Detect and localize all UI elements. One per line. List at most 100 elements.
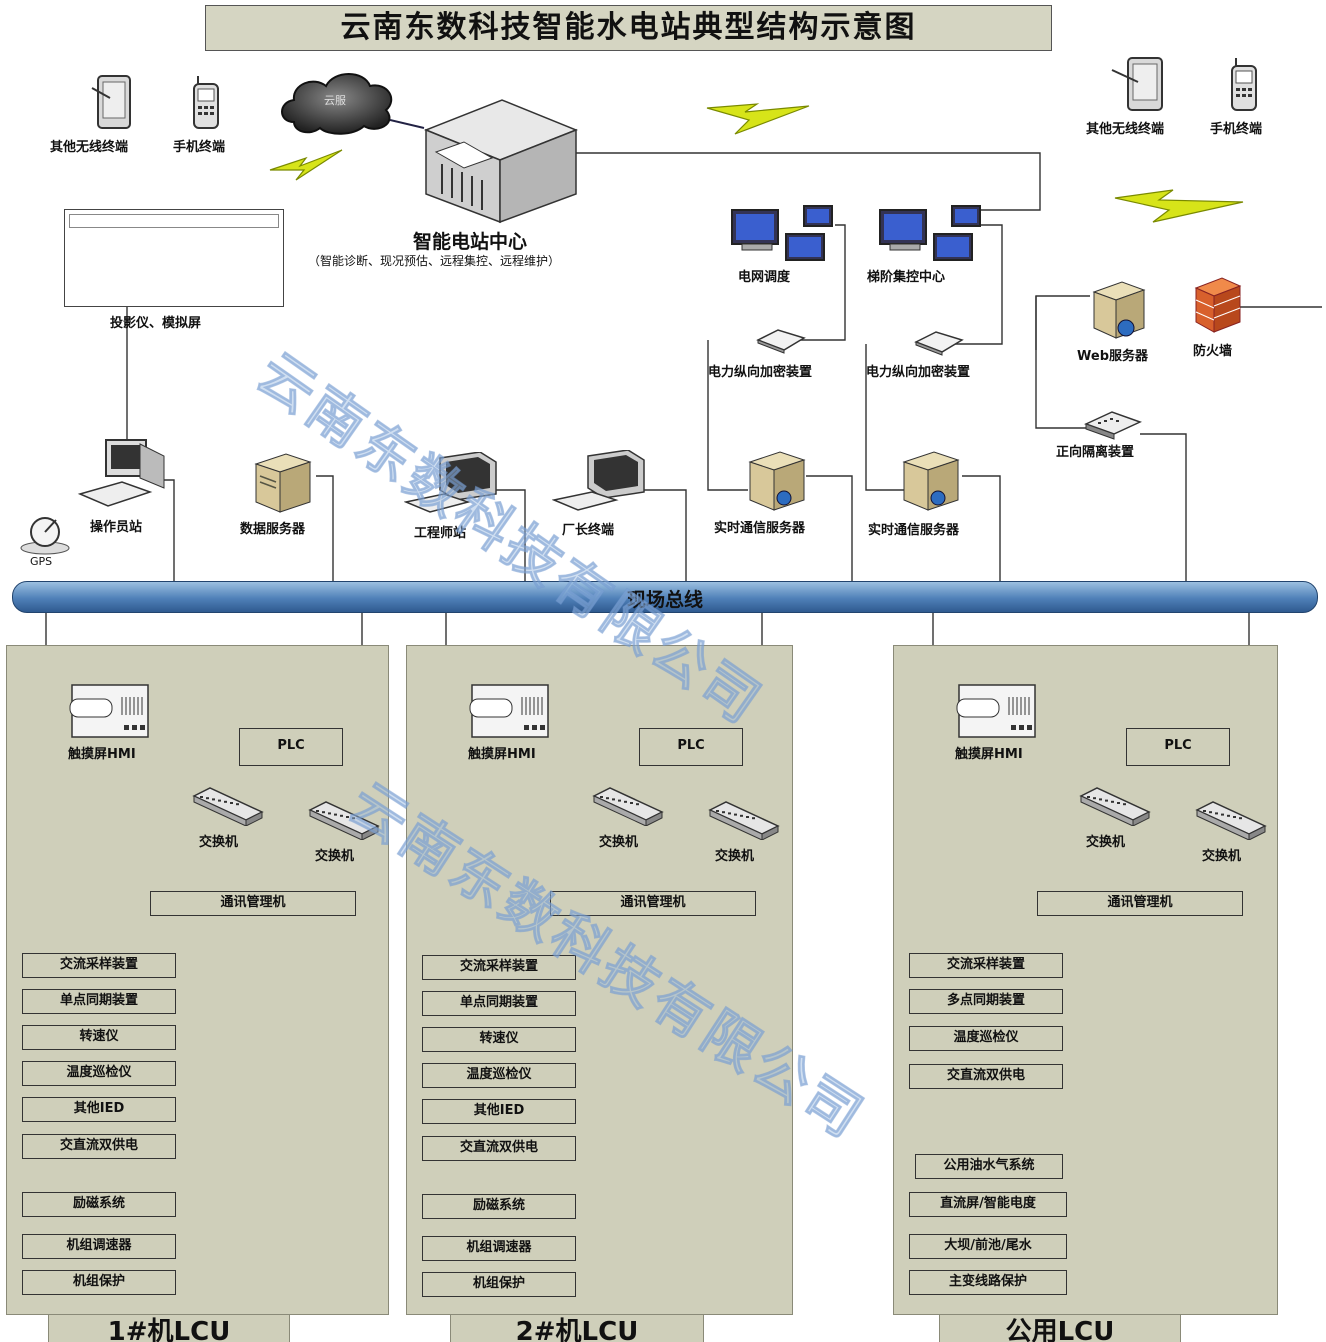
- hmi-label: 触摸屏HMI: [955, 747, 1023, 762]
- device-box: 机组保护: [22, 1270, 176, 1295]
- device-box: 温度巡检仪: [22, 1061, 176, 1086]
- tablet-icon: [1111, 57, 1163, 111]
- cascade-control-label: 梯阶集控中心: [867, 270, 946, 285]
- wireless-signal-icon: [269, 149, 343, 181]
- device-box: 转速仪: [422, 1027, 576, 1052]
- device-box: 其他IED: [22, 1097, 176, 1122]
- realtime-server-icon: [902, 451, 960, 511]
- device-box: 交流采样装置: [22, 953, 176, 978]
- field-bus: 现场总线: [12, 581, 1318, 613]
- device-box: 交直流双供电: [422, 1136, 576, 1161]
- mobile-phone-icon: [1231, 58, 1257, 111]
- device-box: 直流屏/智能电度: [909, 1192, 1067, 1217]
- switch-device-icon: [1195, 801, 1267, 840]
- encryption-device-icon: [756, 329, 806, 354]
- smart-station-center-building-icon: [390, 99, 579, 224]
- computer-group-icon: [731, 205, 833, 261]
- switch-label-b: 交换机: [1202, 849, 1242, 864]
- encryption-label-2: 电力纵向加密装置: [866, 365, 971, 380]
- encryption-device-icon: [914, 331, 964, 356]
- mobile-phone-icon: [193, 76, 219, 129]
- comm-manager-box: 通讯管理机: [1037, 891, 1243, 916]
- hmi-device-icon: [69, 684, 149, 738]
- device-box: 公用油水气系统: [915, 1154, 1063, 1179]
- smart-station-center-title: 智能电站中心: [413, 231, 528, 253]
- smart-station-center-subtitle: （智能诊断、现况预估、远程集控、远程维护）: [308, 254, 561, 268]
- lcu-footer-label: 公用LCU: [939, 1314, 1181, 1342]
- device-box: 交直流双供电: [22, 1134, 176, 1159]
- switch-device-icon: [592, 787, 664, 826]
- hmi-label: 触摸屏HMI: [468, 747, 536, 762]
- grid-dispatch-label: 电网调度: [738, 270, 791, 285]
- plc-box: PLC: [239, 728, 343, 766]
- device-box: 机组调速器: [22, 1234, 176, 1259]
- director-terminal-icon: [552, 450, 645, 511]
- device-box: 交流采样装置: [422, 955, 576, 980]
- device-box: 单点同期装置: [422, 991, 576, 1016]
- realtime-server-label-1: 实时通信服务器: [714, 521, 806, 536]
- switch-device-icon: [708, 801, 780, 840]
- firewall-label: 防火墙: [1193, 344, 1233, 359]
- isolation-device-label: 正向隔离装置: [1056, 445, 1135, 460]
- projector-screen: [64, 209, 284, 307]
- lcu-footer-label: 2#机LCU: [450, 1314, 704, 1342]
- encryption-label-1: 电力纵向加密装置: [708, 365, 813, 380]
- device-box: 励磁系统: [422, 1194, 576, 1219]
- operator-station-label: 操作员站: [90, 520, 143, 535]
- plc-box: PLC: [1126, 728, 1230, 766]
- device-box: 其他IED: [422, 1099, 576, 1124]
- switch-label-a: 交换机: [1086, 835, 1126, 850]
- wireless-signal-icon: [706, 103, 810, 135]
- engineer-workstation-icon: [404, 452, 497, 513]
- device-box: 多点同期装置: [909, 989, 1063, 1014]
- wireless-signal-icon: [1114, 189, 1244, 223]
- switch-label-a: 交换机: [199, 835, 239, 850]
- projector-label: 投影仪、模拟屏: [110, 316, 202, 331]
- operator-workstation-icon: [77, 439, 165, 507]
- hmi-label: 触摸屏HMI: [68, 747, 136, 762]
- cloud-icon: 云服: [281, 73, 393, 135]
- switch-label-b: 交换机: [315, 849, 355, 864]
- device-box: 交流采样装置: [909, 953, 1063, 978]
- comm-manager-box: 通讯管理机: [150, 891, 356, 916]
- switch-device-icon: [1079, 787, 1151, 826]
- gps-label: GPS: [30, 555, 53, 568]
- phone-terminal-label-right: 手机终端: [1210, 122, 1263, 137]
- device-box: 交直流双供电: [909, 1064, 1063, 1089]
- switch-label-b: 交换机: [715, 849, 755, 864]
- device-box: 励磁系统: [22, 1192, 176, 1217]
- gps-icon: [20, 517, 70, 555]
- hmi-device-icon: [469, 684, 549, 738]
- device-box: 温度巡检仪: [909, 1026, 1063, 1051]
- isolation-device-icon: [1084, 411, 1142, 440]
- realtime-server-icon: [748, 451, 806, 511]
- engineer-station-label: 工程师站: [414, 526, 467, 541]
- web-server-label: Web服务器: [1077, 349, 1148, 364]
- field-bus-label: 现场总线: [626, 589, 703, 611]
- lcu-footer-label: 1#机LCU: [48, 1314, 290, 1342]
- plc-box: PLC: [639, 728, 743, 766]
- device-box: 主变线路保护: [909, 1270, 1067, 1295]
- switch-label-a: 交换机: [599, 835, 639, 850]
- phone-terminal-label-left: 手机终端: [173, 140, 226, 155]
- device-box: 单点同期装置: [22, 989, 176, 1014]
- device-box: 机组保护: [422, 1272, 576, 1297]
- diagram-title: 云南东数科技智能水电站典型结构示意图: [205, 5, 1052, 51]
- web-server-icon: [1092, 281, 1146, 339]
- device-box: 大坝/前池/尾水: [909, 1234, 1067, 1259]
- other-wireless-label-right: 其他无线终端: [1086, 122, 1165, 137]
- firewall-icon: [1194, 277, 1242, 333]
- switch-device-icon: [192, 787, 264, 826]
- cloud-label: 云服: [324, 94, 346, 107]
- hmi-device-icon: [956, 684, 1036, 738]
- data-server-icon: [254, 453, 312, 513]
- device-box: 温度巡检仪: [422, 1063, 576, 1088]
- director-terminal-label: 厂长终端: [562, 523, 615, 538]
- device-box: 机组调速器: [422, 1236, 576, 1261]
- switch-device-icon: [308, 801, 380, 840]
- realtime-server-label-2: 实时通信服务器: [868, 523, 960, 538]
- computer-group-icon: [879, 205, 981, 261]
- comm-manager-box: 通讯管理机: [550, 891, 756, 916]
- other-wireless-label-left: 其他无线终端: [50, 140, 129, 155]
